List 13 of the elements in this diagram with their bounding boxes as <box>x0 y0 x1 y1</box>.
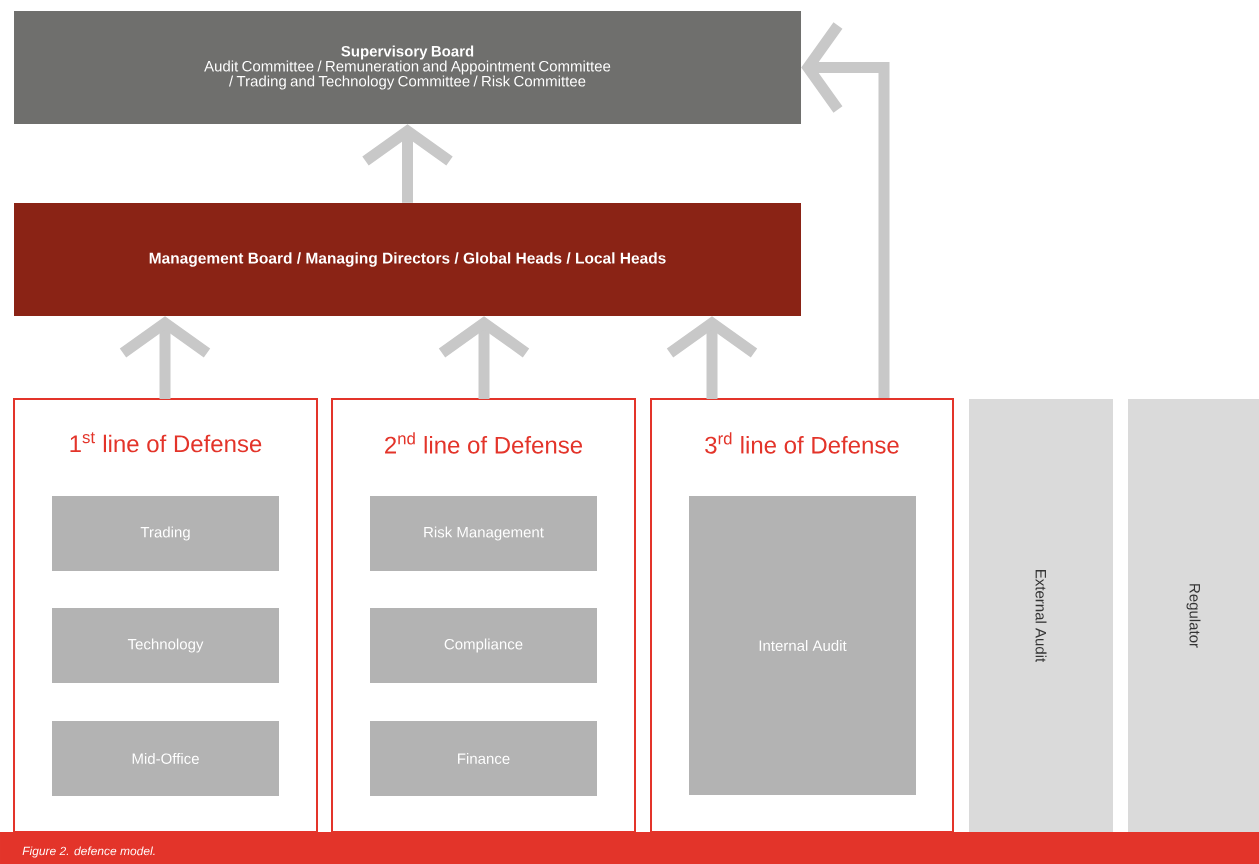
caption-band: Figure 2. defence model. <box>0 832 1259 864</box>
arrow <box>801 22 890 398</box>
oversight-panel: Regulator <box>1128 399 1259 832</box>
department-box: Finance <box>370 721 597 796</box>
department-box: Technology <box>52 608 279 683</box>
department-box: Mid-Office <box>52 721 279 796</box>
oversight-panel: External Audit <box>969 399 1113 832</box>
department-box: Trading <box>52 496 279 571</box>
department-box: Risk Management <box>370 496 597 571</box>
department-box: Internal Audit <box>689 496 916 795</box>
management-box: Management Board / Managing Directors / Global Heads / Local Heads <box>14 203 801 316</box>
department-box: Compliance <box>370 608 597 683</box>
board-box: Supervisory Board Audit Committee / Remuneration and Appointment Committee / Trading and Technology Committee / Risk Committee <box>14 11 801 124</box>
